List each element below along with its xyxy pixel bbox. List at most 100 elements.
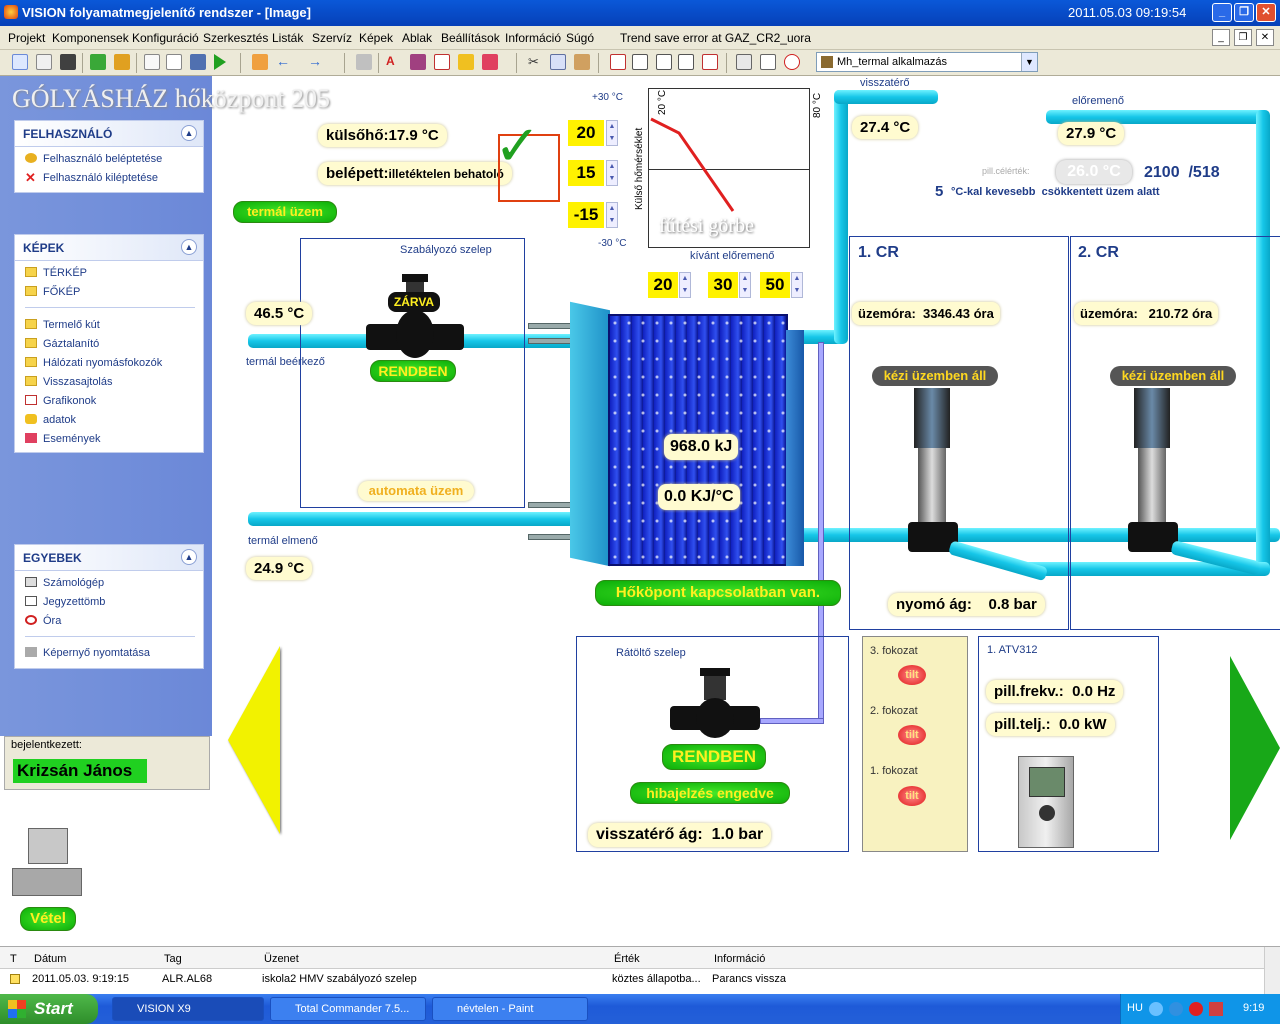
task-total-commander[interactable]: Total Commander 7.5...: [270, 997, 426, 1021]
collapse-icon[interactable]: ▲: [181, 239, 197, 255]
chart-icon[interactable]: [434, 54, 450, 70]
menu-szerviz[interactable]: Szervíz: [312, 31, 353, 45]
menu-listak[interactable]: Listák: [272, 31, 304, 45]
antivirus-icon[interactable]: [1189, 1002, 1203, 1016]
tile-horizontal-icon[interactable]: [656, 54, 672, 70]
sidebar-item-data[interactable]: adatok: [25, 414, 76, 426]
menu-informacio[interactable]: Információ: [505, 31, 562, 45]
stage-3-tilt[interactable]: tilt: [898, 665, 926, 685]
print-screen-link[interactable]: Képernyő nyomtatása: [25, 647, 150, 659]
collapse-icon[interactable]: ▲: [181, 549, 197, 565]
minimize-button[interactable]: _: [1212, 3, 1232, 22]
sidebar-item-map[interactable]: TÉRKÉP: [25, 267, 87, 279]
notepad-icon[interactable]: [760, 54, 776, 70]
task-paint[interactable]: névtelen - Paint: [432, 997, 588, 1021]
setpoint-3[interactable]: -15: [568, 202, 604, 228]
sidebar-item-well[interactable]: Termelő kút: [25, 319, 100, 331]
refill-valve-icon[interactable]: [670, 668, 760, 740]
notepad-link[interactable]: Jegyzettömb: [25, 596, 105, 608]
log-header-message[interactable]: Üzenet: [264, 953, 299, 965]
chevron-down-icon[interactable]: ▼: [1021, 53, 1037, 71]
menu-komponensek[interactable]: Komponensek: [52, 31, 129, 45]
app-select[interactable]: Mh_termal alkalmazás ▼: [816, 52, 1038, 72]
database-icon[interactable]: [458, 54, 474, 70]
network-icon[interactable]: [1169, 1002, 1183, 1016]
alarm-icon[interactable]: A: [386, 54, 395, 68]
maximize-button[interactable]: ❐: [1234, 3, 1254, 22]
menu-konfiguracio[interactable]: Konfiguráció: [132, 31, 199, 45]
sidebar-item-boosters[interactable]: Hálózati nyomásfokozók: [25, 357, 162, 369]
table-row[interactable]: 2011.05.03. 9:19:15 ALR.AL68 iskola2 HMV…: [0, 969, 1264, 991]
task-vision[interactable]: VISION X9: [112, 997, 264, 1021]
home-icon[interactable]: [252, 54, 268, 70]
copy-icon[interactable]: [550, 54, 566, 70]
setpoint-2[interactable]: 15: [568, 160, 604, 186]
log-scrollbar[interactable]: [1264, 947, 1280, 995]
save-icon[interactable]: [190, 54, 206, 70]
close-button[interactable]: ✕: [1256, 3, 1276, 22]
setpoint-3-spinner[interactable]: ▲▼: [606, 202, 618, 228]
clock-icon[interactable]: [784, 54, 800, 70]
log-header-tag[interactable]: Tag: [164, 953, 182, 965]
sidebar-item-reinjection[interactable]: Visszasajtolás: [25, 376, 113, 388]
menu-kepek[interactable]: Képek: [359, 31, 394, 45]
tile-vertical-icon[interactable]: [678, 54, 694, 70]
mdi-minimize-button[interactable]: _: [1212, 29, 1230, 46]
ati-icon[interactable]: [1209, 1002, 1223, 1016]
tile-icon[interactable]: [632, 54, 648, 70]
desired-1-spinner[interactable]: ▲▼: [679, 272, 691, 298]
paste-icon[interactable]: [574, 54, 590, 70]
log-header-info[interactable]: Információ: [714, 953, 766, 965]
setpoint-2-spinner[interactable]: ▲▼: [606, 160, 618, 186]
previous-page-arrow-icon[interactable]: [228, 646, 280, 834]
menu-sugo[interactable]: Súgó: [566, 31, 595, 45]
cut-icon[interactable]: ✂: [528, 54, 539, 69]
setpoint-1[interactable]: 20: [568, 120, 604, 146]
desired-1[interactable]: 20: [648, 272, 678, 298]
log-header-value[interactable]: Érték: [614, 953, 640, 965]
cr1-pump-icon[interactable]: [908, 388, 958, 558]
new-page-icon[interactable]: [166, 54, 182, 70]
desired-2[interactable]: 30: [708, 272, 738, 298]
menu-beallitasok[interactable]: Beállítások: [441, 31, 500, 45]
menu-projekt[interactable]: Projekt: [8, 31, 46, 45]
desired-3[interactable]: 50: [760, 272, 790, 298]
calculator-icon[interactable]: [736, 54, 752, 70]
edit-icon[interactable]: [36, 54, 52, 70]
window-icon[interactable]: [610, 54, 626, 70]
sidebar-item-events[interactable]: Események: [25, 433, 100, 445]
start-button[interactable]: Start: [0, 994, 98, 1024]
table-icon[interactable]: [410, 54, 426, 70]
sidebar-item-main[interactable]: FŐKÉP: [25, 286, 80, 298]
sidebar-item-degasser[interactable]: Gáztalanító: [25, 338, 99, 350]
run-icon[interactable]: [214, 54, 226, 70]
printer-icon[interactable]: [356, 54, 372, 70]
menu-szerkesztes[interactable]: Szerkesztés: [203, 31, 269, 45]
clock-link[interactable]: Óra: [25, 615, 61, 627]
mdi-close-button[interactable]: ✕: [1256, 29, 1274, 46]
forward-arrow-icon[interactable]: →: [308, 53, 322, 69]
menu-ablak[interactable]: Ablak: [402, 31, 433, 45]
preview-icon[interactable]: [144, 54, 160, 70]
language-indicator[interactable]: HU: [1127, 1002, 1143, 1014]
back-arrow-icon[interactable]: ←: [276, 53, 290, 69]
valve-icon[interactable]: [366, 274, 464, 358]
calculator-link[interactable]: Számológép: [25, 577, 104, 589]
add-icon[interactable]: [90, 54, 106, 70]
login-link[interactable]: Felhasználó beléptetése: [25, 153, 162, 165]
desired-3-spinner[interactable]: ▲▼: [791, 272, 803, 298]
sidebar-item-graphs[interactable]: Grafikonok: [25, 395, 96, 407]
stage-1-tilt[interactable]: tilt: [898, 786, 926, 806]
select-tool-icon[interactable]: [12, 54, 28, 70]
log-header-date[interactable]: Dátum: [34, 953, 67, 965]
events-icon[interactable]: [482, 54, 498, 70]
cr2-pump-icon[interactable]: [1128, 388, 1178, 558]
log-header-type[interactable]: T: [10, 953, 17, 965]
collapse-icon[interactable]: ▲: [181, 125, 197, 141]
stage-2-tilt[interactable]: tilt: [898, 725, 926, 745]
print-icon[interactable]: [60, 54, 76, 70]
desired-2-spinner[interactable]: ▲▼: [739, 272, 751, 298]
mdi-restore-button[interactable]: ❐: [1234, 29, 1252, 46]
back-icon[interactable]: [1149, 1002, 1163, 1016]
cascade-icon[interactable]: [702, 54, 718, 70]
